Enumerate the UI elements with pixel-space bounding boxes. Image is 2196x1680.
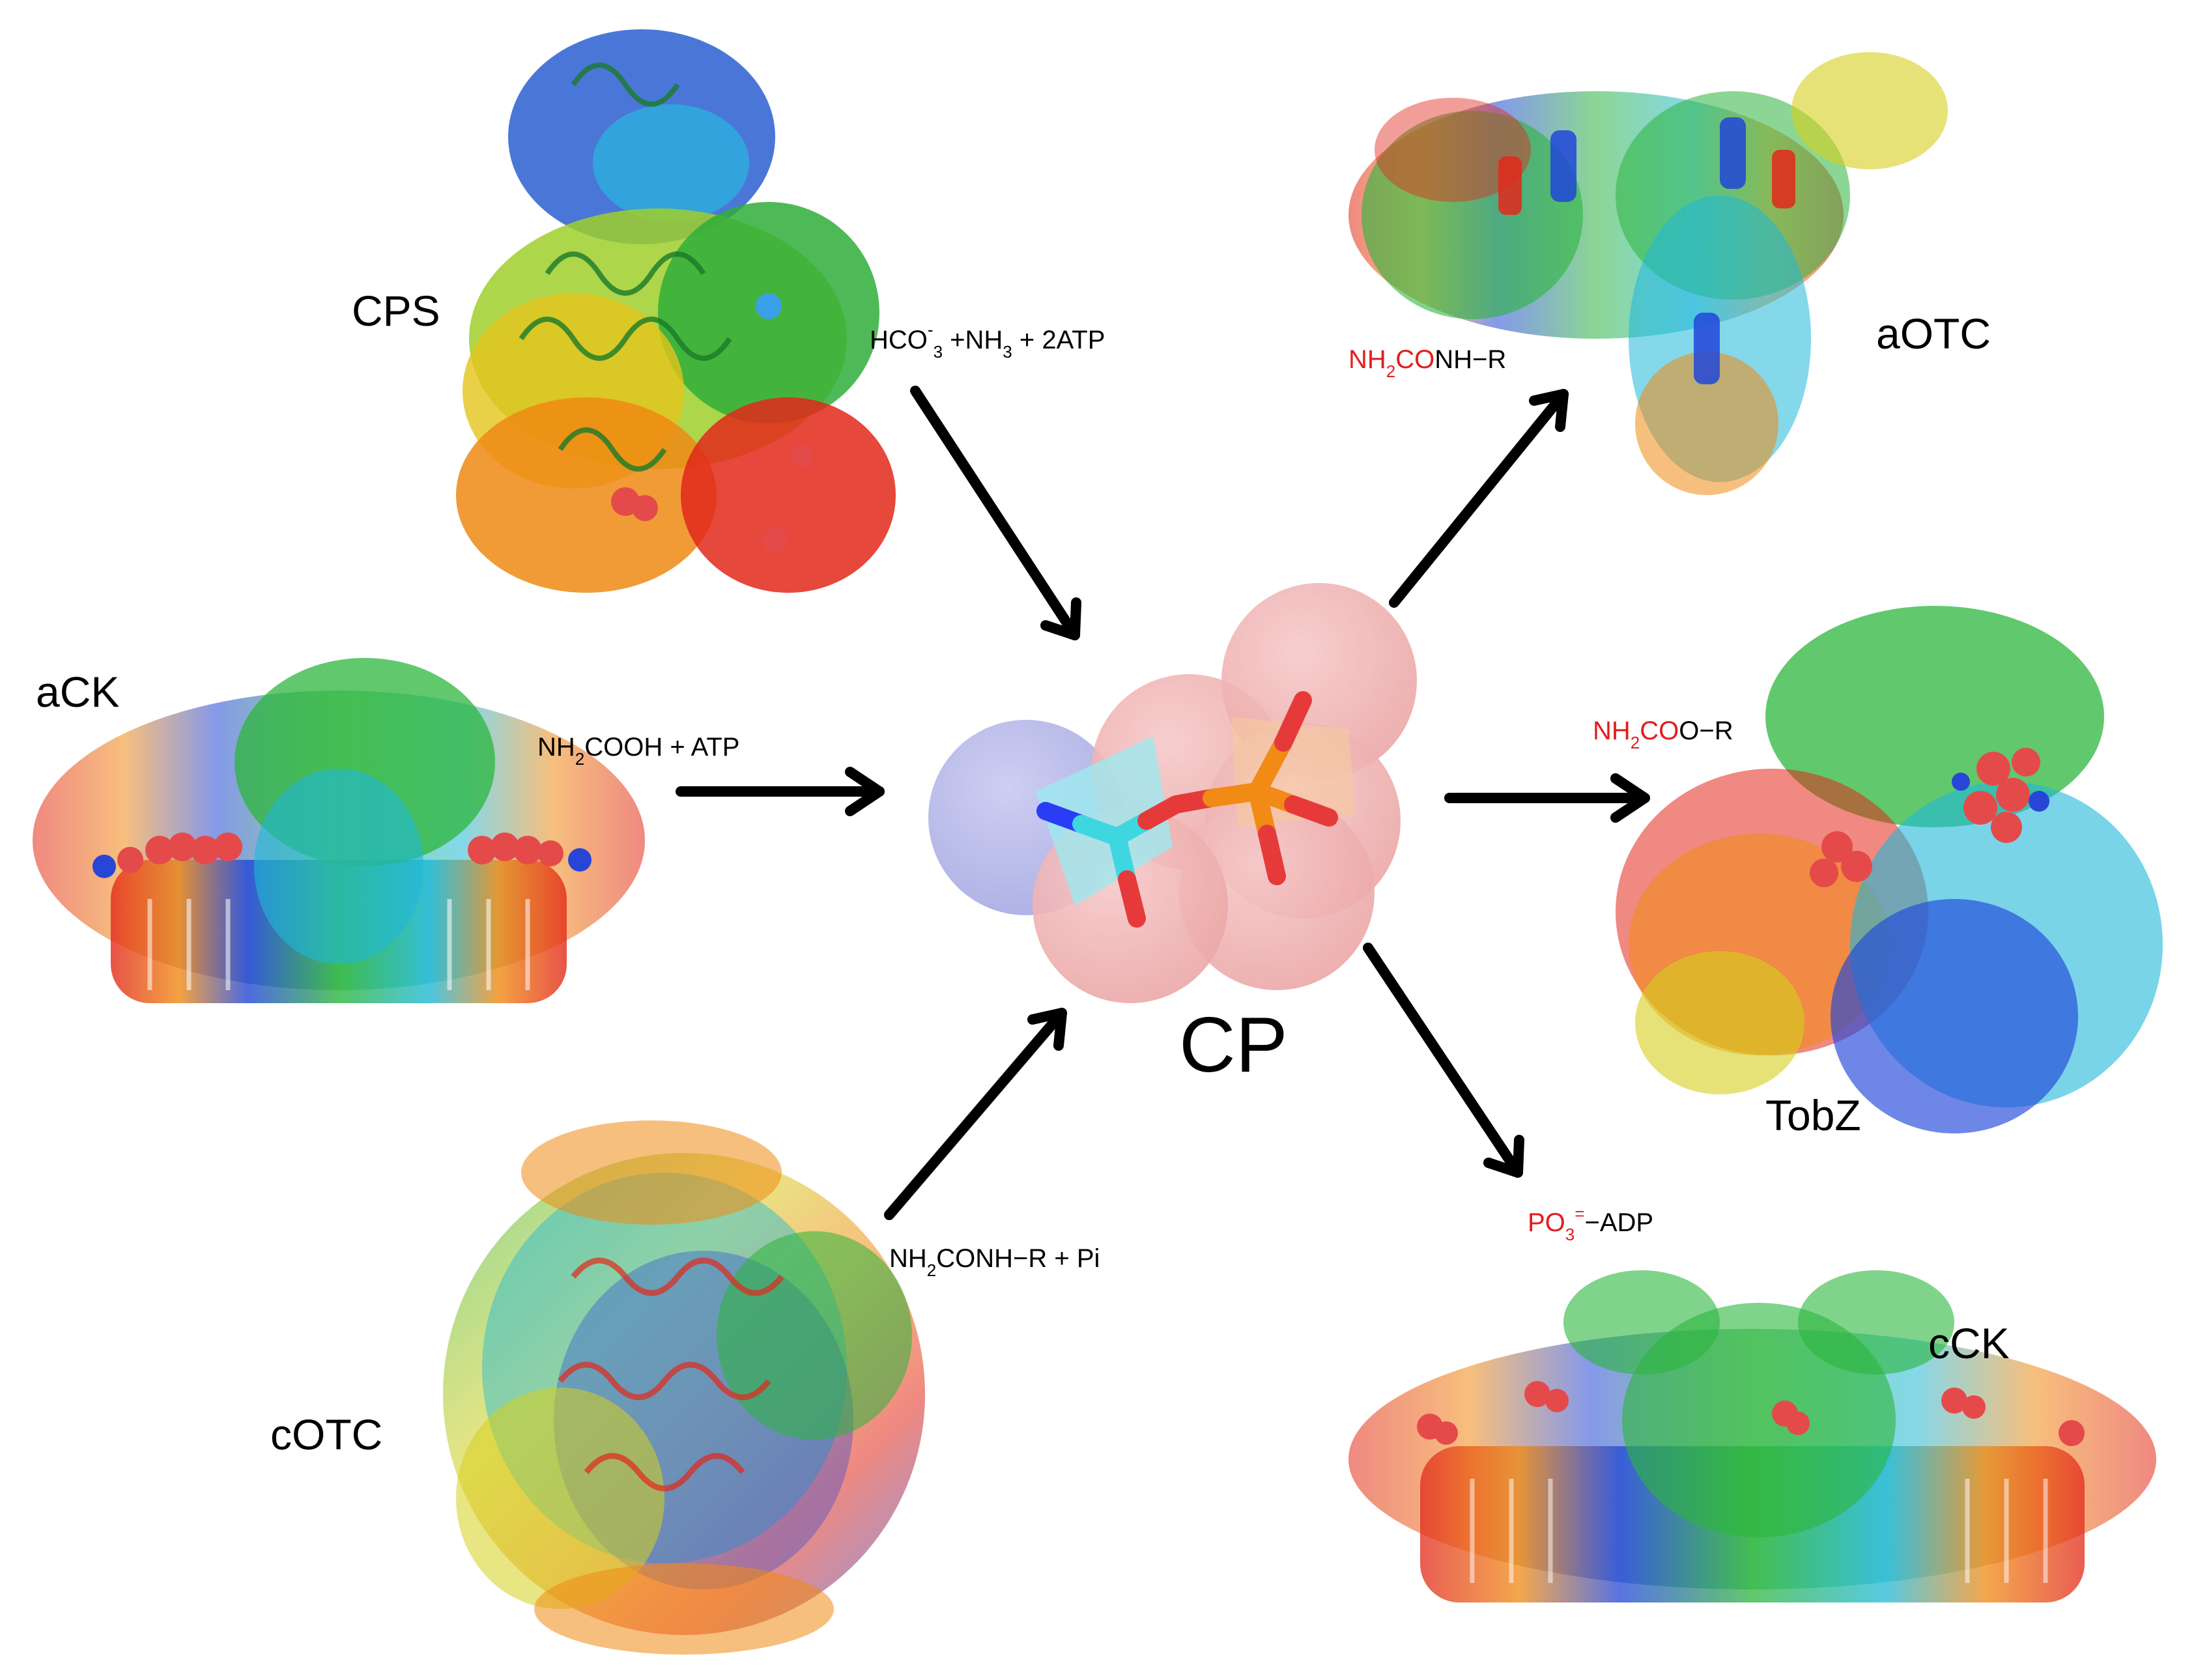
carbamoyl-phosphate-molecule <box>928 583 1417 1003</box>
bond-p-o <box>1248 733 1292 801</box>
tobz-structure <box>1616 606 2163 1133</box>
reaction-cps: HCO-3 +NH3 + 2ATP <box>870 320 1105 362</box>
arrow-ack-to-cp <box>676 767 885 816</box>
label-cp: CP <box>1179 1001 1288 1089</box>
reaction-cck: PO3=−ADP <box>1528 1204 1653 1244</box>
label-aotc: aOTC <box>1876 309 1991 358</box>
oxygen-sphere <box>1179 795 1375 990</box>
reaction-ack: NH2COOH + ATP <box>537 733 739 769</box>
label-cck: cCK <box>1928 1319 2010 1367</box>
arrows <box>676 386 1650 1220</box>
arrow-cp-to-aotc <box>1389 389 1569 608</box>
cck-structure <box>1348 1270 2156 1602</box>
arrow-cp-to-tobz <box>1444 773 1650 823</box>
bond-p-o <box>1274 691 1312 752</box>
label-tobz: TobZ <box>1765 1091 1861 1139</box>
reaction-tobz: NH2COO−R <box>1593 717 1733 752</box>
label-cotc: cOTC <box>270 1410 382 1459</box>
ack-structure <box>33 658 645 1003</box>
aotc-structure <box>1348 52 1948 495</box>
label-ack: aCK <box>36 668 119 716</box>
bond-c-o <box>1118 870 1146 928</box>
reaction-cotc: NH2CONH−R + Pi <box>889 1244 1100 1280</box>
reaction-aotc: NH2CONH−R <box>1348 345 1506 381</box>
label-cps: CPS <box>352 287 440 335</box>
arrow-cps-to-cp <box>910 386 1081 640</box>
bond-p-o <box>1258 825 1286 885</box>
bond-p-o <box>1284 795 1338 827</box>
cotc-structure <box>443 1120 925 1655</box>
arrow-cotc-to-cp <box>884 1008 1067 1220</box>
carbon-sphere <box>1036 736 1173 905</box>
cps-structure <box>456 29 896 593</box>
arrow-cp-to-cck <box>1363 943 1524 1178</box>
